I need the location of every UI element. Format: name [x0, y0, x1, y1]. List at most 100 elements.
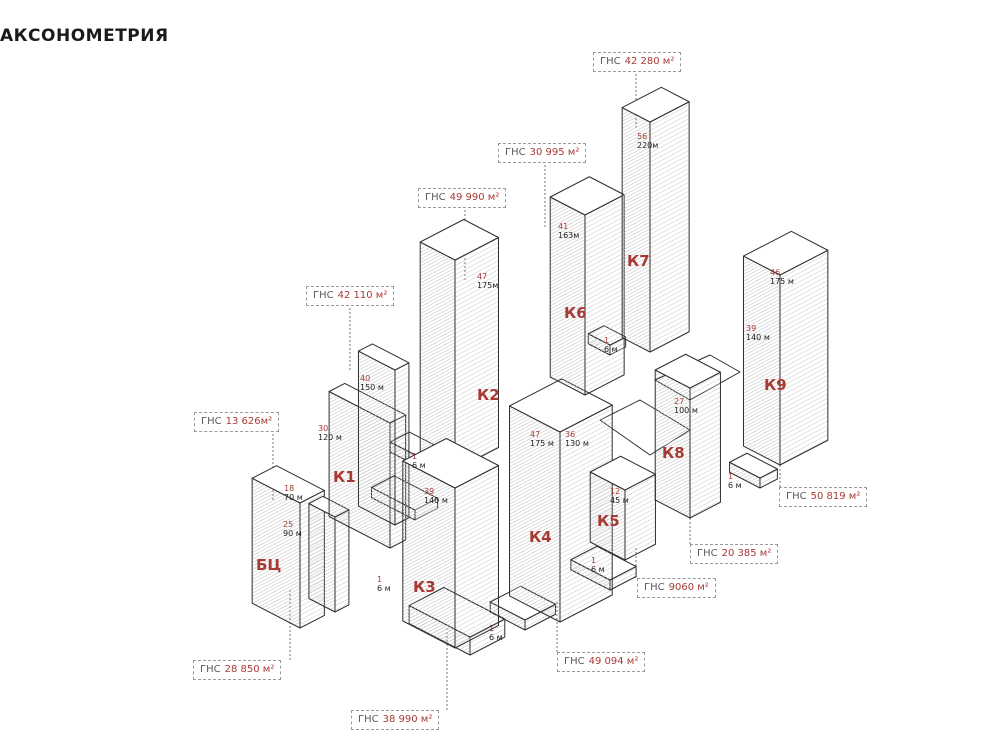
floor-count: 25: [283, 520, 294, 529]
building-label-k7: К7: [627, 252, 650, 270]
page-title: АКСОНОМЕТРИЯ: [0, 26, 169, 46]
floor-count: 1: [604, 336, 610, 345]
gns-value: 38 990 м²: [382, 714, 433, 725]
height-value: 175 м: [770, 277, 794, 286]
height-value: 6 м: [377, 584, 391, 593]
height-value: 140 м: [746, 333, 770, 342]
floor-count: 1: [728, 472, 734, 481]
floor-count: 56: [637, 132, 648, 141]
building-label-bc: БЦ: [256, 556, 282, 574]
tower-k9-top: [742, 230, 829, 276]
tower-k1-upper-top: [357, 343, 410, 371]
gns-key: ГНС: [600, 56, 621, 67]
gns-value: 9060 м²: [668, 582, 709, 593]
height-value: 70 м: [284, 493, 303, 502]
building-label-k5: К5: [597, 512, 620, 530]
gns-key: ГНС: [786, 491, 807, 502]
gns-key: ГНС: [564, 656, 585, 667]
gns-key: ГНС: [201, 416, 222, 427]
building-label-k2: К2: [477, 386, 500, 404]
floor-count: 27: [674, 397, 685, 406]
gns-key: ГНС: [644, 582, 665, 593]
floor-count: 1: [489, 624, 495, 633]
gns-value: 20 385 м²: [721, 548, 772, 559]
tower-k8-right-face: [689, 371, 721, 519]
building-label-k1: К1: [333, 468, 356, 486]
floor-count: 1: [412, 452, 418, 461]
height-value: 220м: [637, 141, 659, 150]
gns-key: ГНС: [697, 548, 718, 559]
height-value: 175 м: [530, 439, 554, 448]
tower-k3-top: [402, 438, 499, 489]
gns-key: ГНС: [358, 714, 379, 725]
height-value: 100 м: [674, 406, 698, 415]
height-value: 45 м: [610, 496, 629, 505]
tower-bc-2-left-face: [308, 503, 336, 613]
tower-k6-right-face: [584, 194, 625, 396]
gns-value: 49 990 м²: [449, 192, 500, 203]
building-label-k3: К3: [413, 578, 436, 596]
floor-count: 47: [530, 430, 541, 439]
gns-value: 50 819 м²: [810, 491, 861, 502]
floor-count: 12: [610, 487, 621, 496]
height-value: 163м: [558, 231, 580, 240]
height-value: 6 м: [591, 565, 605, 574]
floor-count: 18: [284, 484, 295, 493]
tower-k3-right-face: [454, 465, 499, 649]
floor-count: 41: [558, 222, 569, 231]
height-value: 175м: [477, 281, 499, 290]
floor-count: 39: [424, 487, 435, 496]
gns-value: 42 110 м²: [337, 290, 388, 301]
height-value: 6 м: [728, 481, 742, 490]
gns-value: 28 850 м²: [224, 664, 275, 675]
floor-count: 40: [360, 374, 371, 383]
height-value: 140 м: [424, 496, 448, 505]
gns-value: 42 280 м²: [624, 56, 675, 67]
floor-count: 1: [377, 575, 383, 584]
tower-k8-top: [654, 353, 721, 389]
gns-key: ГНС: [313, 290, 334, 301]
floor-count: 36: [565, 430, 576, 439]
floor-count: 1: [591, 556, 597, 565]
gns-value: 49 094 м²: [588, 656, 639, 667]
gns-value: 30 995 м²: [529, 147, 580, 158]
height-value: 6 м: [604, 345, 618, 354]
gns-key: ГНС: [200, 664, 221, 675]
height-value: 120 м: [318, 433, 342, 442]
building-label-k9: К9: [764, 376, 787, 394]
tower-k2-top: [419, 219, 499, 261]
height-value: 130 м: [565, 439, 589, 448]
height-value: 150 м: [360, 383, 384, 392]
floor-count: 47: [477, 272, 488, 281]
tower-k7-top: [621, 86, 690, 123]
tower-k2-left-face: [419, 241, 456, 471]
